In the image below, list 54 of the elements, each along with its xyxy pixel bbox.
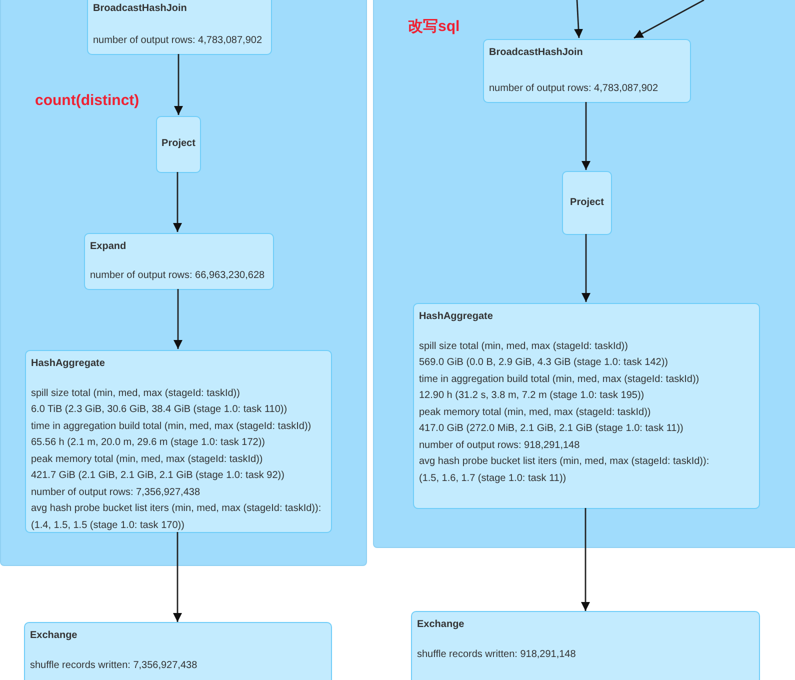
metric-text: shuffle records written: 918,291,148 bbox=[417, 648, 577, 662]
metric-text: spill size total (min, med, max (stageId: taskId)) bbox=[419, 340, 629, 354]
operator-box bbox=[411, 611, 760, 680]
operator-name: BroadcastHashJoin bbox=[489, 46, 584, 60]
metric-text: avg hash probe bucket list iters (min, med, max (stageId: taskId)): bbox=[419, 455, 710, 469]
metric-text: peak memory total (min, med, max (stageId: taskId)) bbox=[419, 406, 652, 420]
metric-text: number of output rows: 4,783,087,902 bbox=[93, 34, 264, 48]
operator-name: Exchange bbox=[417, 618, 466, 632]
stage-cluster bbox=[373, 0, 795, 548]
metric-text: (1.4, 1.5, 1.5 (stage 1.0: task 170)) bbox=[31, 518, 186, 532]
operator-box bbox=[156, 116, 201, 173]
metric-text: peak memory total (min, med, max (stageId: taskId)) bbox=[31, 452, 264, 466]
arrow bbox=[582, 102, 590, 170]
metric-text: spill size total (min, med, max (stageId: taskId)) bbox=[31, 386, 241, 400]
operator-box bbox=[562, 171, 612, 235]
operator-name: HashAggregate bbox=[31, 357, 106, 371]
metric-text: shuffle records written: 7,356,927,438 bbox=[30, 658, 198, 672]
arrow bbox=[574, 0, 584, 38]
metric-text: number of output rows: 4,783,087,902 bbox=[489, 82, 660, 96]
arrow bbox=[173, 172, 182, 232]
operator-box bbox=[24, 622, 332, 680]
metric-text: 6.0 TiB (2.3 GiB, 30.6 GiB, 38.4 GiB (stage 1.0: task 110)) bbox=[31, 403, 288, 417]
metric-text: 569.0 GiB (0.0 B, 2.9 GiB, 4.3 GiB (stage 1.0: task 142)) bbox=[419, 356, 670, 370]
annotation-text: 改写sql bbox=[408, 17, 460, 36]
metric-text: time in aggregation build total (min, med, max (stageId: taskId)) bbox=[419, 372, 700, 386]
operator-name: HashAggregate bbox=[419, 310, 494, 324]
operator-name: Exchange bbox=[30, 629, 78, 643]
metric-text: number of output rows: 918,291,148 bbox=[419, 438, 581, 452]
annotation-text: count(distinct) bbox=[35, 92, 140, 109]
operator-name: Project bbox=[570, 196, 604, 210]
arrow bbox=[634, 0, 704, 39]
metric-text: 65.56 h (2.1 m, 20.0 m, 29.6 m (stage 1.0: task 172)) bbox=[31, 436, 266, 450]
operator-name: BroadcastHashJoin bbox=[93, 2, 188, 16]
operator-box bbox=[483, 39, 691, 103]
arrow bbox=[173, 532, 182, 622]
arrow bbox=[581, 508, 590, 611]
metric-text: number of output rows: 66,963,230,628 bbox=[90, 268, 266, 282]
arrow bbox=[174, 54, 183, 115]
metric-text: 12.90 h (31.2 s, 3.8 m, 7.2 m (stage 1.0: task 195)) bbox=[419, 389, 646, 403]
metric-text: 421.7 GiB (2.1 GiB, 2.1 GiB, 2.1 GiB (stage 1.0: task 92)) bbox=[31, 469, 286, 483]
metric-text: time in aggregation build total (min, med, max (stageId: taskId)) bbox=[31, 420, 312, 434]
stage-cluster bbox=[0, 0, 367, 566]
metric-text: number of output rows: 7,356,927,438 bbox=[31, 486, 202, 500]
operator-box bbox=[25, 350, 332, 533]
operator-name: Project bbox=[162, 137, 196, 152]
operator-box bbox=[87, 0, 272, 55]
operator-box bbox=[84, 233, 274, 290]
operator-name: Expand bbox=[90, 240, 128, 254]
arrow bbox=[174, 289, 182, 349]
operator-box bbox=[413, 303, 760, 509]
metric-text: 417.0 GiB (272.0 MiB, 2.1 GiB, 2.1 GiB (stage 1.0: task 11)) bbox=[419, 422, 684, 436]
metric-text: avg hash probe bucket list iters (min, med, max (stageId: taskId)): bbox=[31, 502, 322, 516]
metric-text: (1.5, 1.6, 1.7 (stage 1.0: task 11)) bbox=[419, 472, 568, 486]
arrow bbox=[582, 234, 590, 302]
